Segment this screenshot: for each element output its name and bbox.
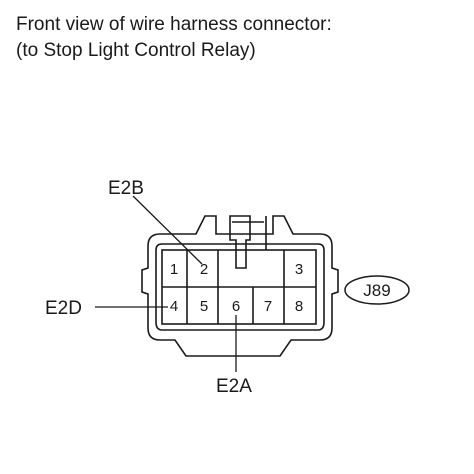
pin-7: 7 [264,298,272,315]
pin-2: 2 [200,261,208,278]
leader-lines [95,195,237,372]
pin-8: 8 [295,298,303,315]
diagram-title: Front view of wire harness connector: (t… [16,12,332,64]
callout-e2b: E2B [108,178,144,199]
pin-6: 6 [232,298,240,315]
pin-5: 5 [200,298,208,315]
pin-1: 1 [170,261,178,278]
e2b-leader [132,195,203,265]
pin-4: 4 [170,298,178,315]
connector-id: J89 [363,281,390,300]
title-line-2: (to Stop Light Control Relay) [16,40,256,61]
connector-housing [141,215,339,357]
callout-e2d: E2D [45,298,82,319]
title-line-1: Front view of wire harness connector: [16,14,332,35]
callout-e2a: E2A [216,376,252,397]
connector-id-oval [344,275,410,305]
connector-id-badge: J89 [344,275,410,305]
pin-3: 3 [295,261,303,278]
callout-labels: E2B E2D E2A [45,178,252,397]
pin-labels: 1 2 3 4 5 6 7 8 [170,261,303,315]
